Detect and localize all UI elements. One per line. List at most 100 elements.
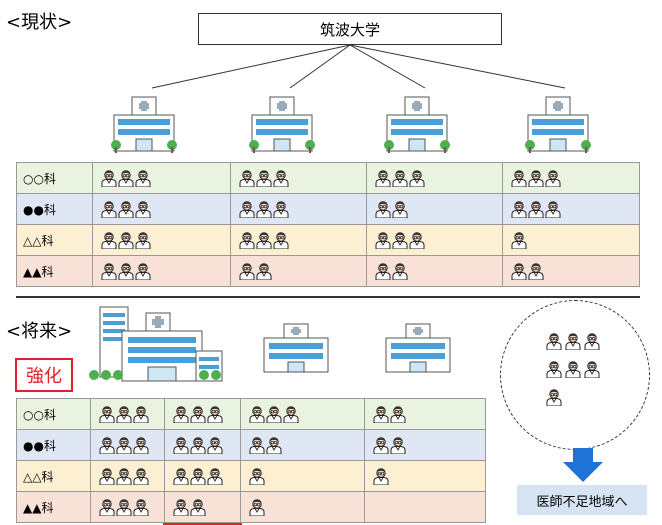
doctor-icon [239, 169, 255, 188]
hub-added-doctors [165, 461, 241, 491]
hospital-icon [260, 322, 332, 378]
hospital-2-doctors [231, 194, 367, 224]
department-label: ●●科 [17, 194, 93, 224]
hospital-3-doctors [365, 461, 487, 491]
doctor-icon [392, 231, 408, 250]
table-row: ○○科 [16, 162, 640, 194]
future-heading: <将来> [6, 321, 73, 342]
hub-added-doctors [165, 399, 241, 429]
table-row: △△科 [16, 224, 640, 256]
hospital-icon [382, 322, 454, 378]
doctor-icon [190, 498, 206, 517]
hospital-3-doctors [365, 399, 487, 429]
pool-doctor-icon [546, 360, 562, 379]
pool-doctor-icon [584, 332, 600, 351]
doctor-icon [116, 436, 132, 455]
doctor-icon [528, 262, 544, 281]
hospital-1-doctors [93, 225, 231, 255]
doctor-icon [511, 262, 527, 281]
doctor-icon [373, 405, 389, 424]
hub-hospital-icon [88, 305, 228, 389]
table-row: ▲▲科 [16, 491, 486, 523]
down-arrow-icon [563, 448, 603, 482]
doctor-icon [528, 169, 544, 188]
doctor-icon [266, 405, 282, 424]
doctor-icon [116, 467, 132, 486]
doctor-icon [135, 262, 151, 281]
doctor-icon [207, 436, 223, 455]
hospital-2-doctors [231, 256, 367, 286]
department-label: ○○科 [17, 163, 93, 193]
doctor-icon [118, 200, 134, 219]
table-row: ○○科 [16, 398, 486, 430]
doctor-icon [135, 169, 151, 188]
table-row: ●●科 [16, 193, 640, 225]
pool-doctor-icon [565, 360, 581, 379]
hospital-1-doctors [93, 163, 231, 193]
department-label: ▲▲科 [17, 492, 91, 522]
hospital-4-doctors [503, 194, 641, 224]
doctor-icon [375, 262, 391, 281]
hospital-4-doctors [503, 163, 641, 193]
department-label: ▲▲科 [17, 256, 93, 286]
hospital-icon [381, 95, 453, 159]
hospital-2-doctors [241, 430, 365, 460]
doctor-icon [99, 467, 115, 486]
doctor-icon [545, 169, 561, 188]
doctor-icon [239, 200, 255, 219]
doctor-icon [133, 467, 149, 486]
doctor-icon [375, 169, 391, 188]
hub-added-doctors [165, 492, 241, 522]
doctor-icon [239, 231, 255, 250]
pool-doctor-icon [546, 332, 562, 351]
doctor-icon [133, 498, 149, 517]
doctor-icon [173, 436, 189, 455]
doctor-icon [283, 405, 299, 424]
doctor-icon [392, 262, 408, 281]
doctor-icon [173, 405, 189, 424]
department-label: ●●科 [17, 430, 91, 460]
doctor-icon [273, 169, 289, 188]
doctor-icon [392, 169, 408, 188]
department-label: ○○科 [17, 399, 91, 429]
doctor-icon [249, 498, 265, 517]
doctor-icon [256, 262, 272, 281]
table-row: △△科 [16, 460, 486, 492]
doctor-icon [528, 200, 544, 219]
doctor-icon [118, 262, 134, 281]
hospital-2-doctors [241, 461, 365, 491]
doctor-icon [256, 200, 272, 219]
doctor-icon [266, 436, 282, 455]
hospital-3-doctors [367, 256, 503, 286]
department-label: △△科 [17, 461, 91, 491]
hospital-1-doctors [93, 256, 231, 286]
hospital-2-doctors [231, 163, 367, 193]
hospital-2-doctors [241, 492, 365, 522]
connector-lines [151, 44, 566, 89]
doctor-icon [511, 169, 527, 188]
doctor-icon [116, 405, 132, 424]
doctor-icon [207, 467, 223, 486]
doctor-icon [118, 169, 134, 188]
hospital-3-doctors [365, 492, 487, 522]
hospital-2-doctors [231, 225, 367, 255]
hub-existing-doctors [91, 461, 165, 491]
hub-added-doctors [165, 430, 241, 460]
pool-doctor-icon [546, 388, 562, 407]
hospital-1-doctors [93, 194, 231, 224]
doctor-icon [392, 200, 408, 219]
doctor-icon [99, 436, 115, 455]
hospital-3-doctors [367, 163, 503, 193]
doctor-icon [409, 169, 425, 188]
doctor-icon [190, 467, 206, 486]
hospital-3-doctors [367, 194, 503, 224]
hospital-icon [108, 95, 180, 159]
doctor-icon [101, 200, 117, 219]
doctor-icon [99, 405, 115, 424]
doctor-icon [101, 169, 117, 188]
pool-doctor-icon [584, 360, 600, 379]
hub-existing-doctors [91, 399, 165, 429]
hospital-2-doctors [241, 399, 365, 429]
doctor-icon [256, 231, 272, 250]
hub-existing-doctors [91, 492, 165, 522]
